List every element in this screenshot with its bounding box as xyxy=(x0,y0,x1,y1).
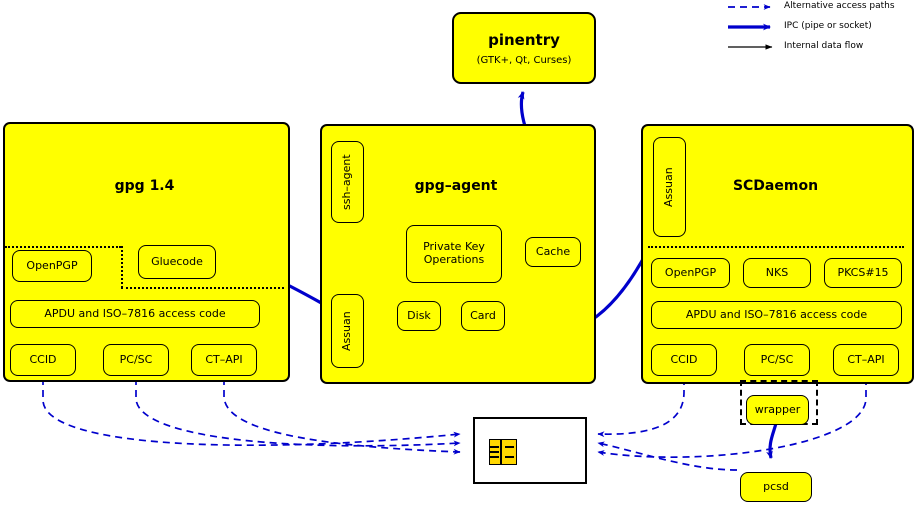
gpg-node-gluecode[interactable]: Gluecode xyxy=(138,245,216,279)
scdaemon-node-ccid[interactable]: CCID xyxy=(651,344,717,376)
gpg-node-openpgp[interactable]: OpenPGP xyxy=(12,250,92,282)
gpg-dotted-bottom xyxy=(121,287,284,291)
node-wrapper[interactable]: wrapper xyxy=(746,395,809,425)
scdaemon-node-nks[interactable]: NKS xyxy=(743,258,811,288)
scdaemon-dotted-divider xyxy=(648,246,904,250)
scdaemon-node-pkcs15[interactable]: PKCS#15 xyxy=(824,258,902,288)
scdaemon-node-ctapi[interactable]: CT–API xyxy=(833,344,899,376)
legend-art-internal xyxy=(728,44,773,50)
gpg14-title: gpg 1.4 xyxy=(114,178,175,194)
scdaemon-node-openpgp[interactable]: OpenPGP xyxy=(651,258,730,288)
legend-label-ipc: IPC (pipe or socket) xyxy=(784,21,872,31)
node-pcsd[interactable]: pcsd xyxy=(740,472,812,502)
gpg-node-ccid[interactable]: CCID xyxy=(10,344,76,376)
legend: Alternative access paths IPC (pipe or so… xyxy=(724,0,914,56)
agent-node-card[interactable]: Card xyxy=(461,301,505,331)
agent-node-ssh-agent[interactable]: ssh–agent xyxy=(331,141,364,223)
legend-row-internal-flow: Internal data flow xyxy=(724,40,914,56)
gpg-agent-title: gpg–agent xyxy=(414,178,498,194)
scdaemon-node-apdu[interactable]: APDU and ISO–7816 access code xyxy=(651,301,902,329)
legend-art-dashed xyxy=(728,4,771,10)
legend-label-internal-flow: Internal data flow xyxy=(784,41,864,51)
legend-label-alt-paths: Alternative access paths xyxy=(784,1,895,11)
pinentry-box[interactable]: pinentry (GTK+, Qt, Curses) xyxy=(452,12,596,84)
legend-art-ipc xyxy=(728,23,771,31)
gpg-dotted-vertical xyxy=(121,246,125,288)
pinentry-subtitle: (GTK+, Qt, Curses) xyxy=(476,54,572,66)
legend-row-alt-paths: Alternative access paths xyxy=(724,0,914,16)
pinentry-title: pinentry xyxy=(488,30,560,49)
scdaemon-node-assuan[interactable]: Assuan xyxy=(653,137,686,237)
alt-path-group-right xyxy=(597,378,867,471)
smartcard-chip-icon xyxy=(489,439,517,465)
gpg-node-ctapi[interactable]: CT–API xyxy=(191,344,257,376)
legend-row-ipc: IPC (pipe or socket) xyxy=(724,20,914,36)
agent-node-cache[interactable]: Cache xyxy=(525,237,581,267)
scdaemon-title: SCDaemon xyxy=(732,178,819,194)
agent-node-private-key-operations[interactable]: Private Key Operations xyxy=(406,225,502,283)
gpg-dotted-top xyxy=(5,246,121,250)
gpg-node-apdu[interactable]: APDU and ISO–7816 access code xyxy=(10,300,260,328)
agent-node-disk[interactable]: Disk xyxy=(397,301,441,331)
gpg-node-pcsc[interactable]: PC/SC xyxy=(103,344,169,376)
alt-path-group-left xyxy=(42,378,461,455)
smartcard[interactable] xyxy=(473,417,587,484)
scdaemon-node-pcsc[interactable]: PC/SC xyxy=(744,344,810,376)
agent-node-assuan[interactable]: Assuan xyxy=(331,294,364,368)
